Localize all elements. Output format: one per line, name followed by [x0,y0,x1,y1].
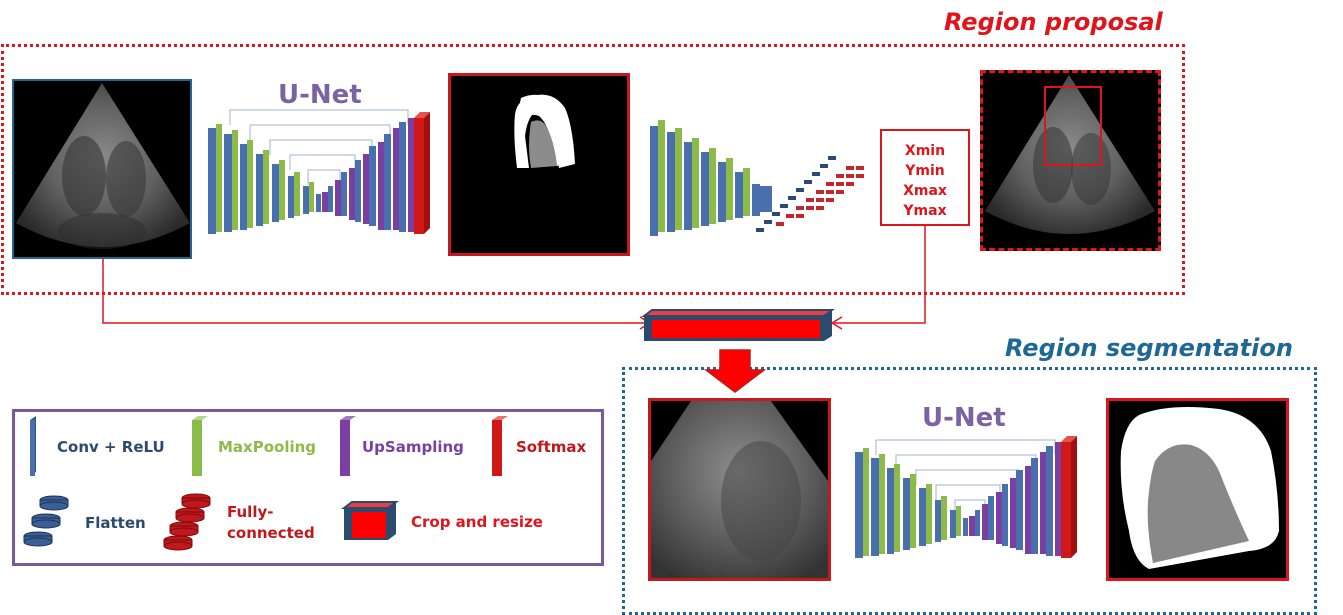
bbox-coordinates-box: Xmin Ymin Xmax Ymax [880,129,970,226]
legend-panel [12,409,604,566]
cropped-echo-image [648,398,831,581]
legend-upsampling-icon [340,416,356,476]
bbox-rectangle [1044,86,1102,166]
legend-flatten-label: Flatten [85,514,146,532]
top-unet-decoder [322,112,430,234]
legend-conv-label: Conv + ReLU [57,438,165,456]
legend-crop-icon [341,501,399,540]
region-proposal-title: Region proposal [944,8,1163,36]
crop-resize-block [641,309,835,341]
top-mask-image [448,73,630,256]
legend-maxpool-icon [192,416,208,476]
legend-crop-label: Crop and resize [411,513,543,531]
legend-maxpool-label: MaxPooling [218,438,317,456]
legend-upsampling-label: UpSampling [362,438,464,456]
region-proposal-frame [1,44,1185,295]
top-unet-encoder [208,124,321,234]
region-segmentation-title: Region segmentation [1005,334,1293,362]
coord-ymax: Ymax [903,203,947,219]
input-echo-image [12,79,192,259]
legend-flatten-icon [23,495,69,547]
bottom-unet-label: U-Net [922,403,1006,433]
coord-ymin: Ymin [905,163,945,179]
coord-xmin: Xmin [904,143,946,159]
fc-dots [776,166,864,226]
flatten-dots [756,156,836,232]
legend-fc-label-1: Fully- [227,503,274,521]
top-unet-label: U-Net [278,80,362,110]
legend-softmax-icon [492,416,508,476]
legend-fc-icon [163,493,211,551]
legend-conv-icon [30,416,36,476]
legend-fc-label-2: connected [227,524,315,542]
final-segmentation-image [1106,398,1289,581]
legend-softmax-label: Softmax [516,438,587,456]
coord-xmax: Xmax [903,183,947,199]
echo-with-bbox-image [980,70,1161,251]
down-arrow [703,349,767,393]
